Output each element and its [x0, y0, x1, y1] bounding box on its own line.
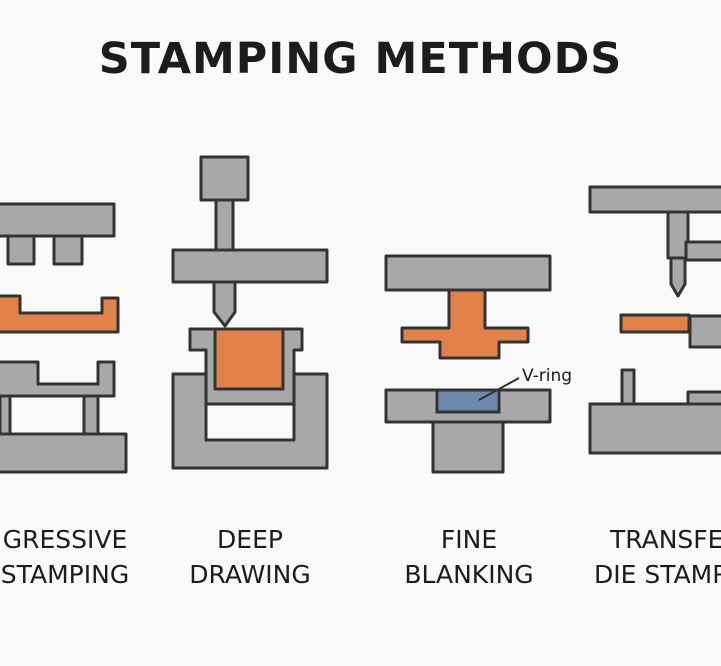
label-line-2: DIE STAMP	[594, 560, 721, 589]
label-line-1: GRESSIVE	[2, 525, 128, 554]
upper-plate	[384, 254, 552, 292]
lower-die-plate	[0, 360, 116, 398]
upper-die	[0, 202, 116, 238]
label-line-2: STAMPING	[0, 560, 130, 589]
v-ring-insert	[435, 388, 501, 414]
v-ring-label: V-ring	[522, 366, 573, 386]
finger-bracket	[688, 314, 721, 349]
lower-die-left	[588, 368, 636, 406]
strip-workpiece	[0, 294, 120, 334]
label-transfer-die-stamping: TRANSFE DIE STAMP	[560, 522, 721, 602]
transfer-workpiece	[619, 313, 691, 334]
upper-punch-right	[52, 234, 84, 266]
die-base	[0, 432, 128, 474]
lower-die-right	[686, 390, 721, 406]
deep-drawing-illustration	[171, 155, 329, 470]
progressive-die-illustration	[0, 202, 128, 474]
label-progressive-stamping: GRESSIVE STAMPING	[0, 522, 175, 592]
page-title: STAMPING METHODS	[98, 34, 623, 84]
draw-die	[171, 372, 329, 470]
transfer-punch	[669, 256, 687, 298]
ram-rod	[214, 198, 235, 252]
transfer-die-illustration	[588, 185, 721, 455]
label-deep-drawing: DEEP DRAWING	[150, 522, 350, 592]
press-plate	[171, 248, 329, 284]
lower-die-bed	[588, 402, 721, 455]
transfer-rail	[588, 185, 721, 214]
guide-pillar-left	[0, 394, 12, 436]
blanked-part-workpiece	[400, 288, 530, 360]
ram-block	[199, 155, 250, 202]
drawing-punch	[212, 280, 237, 328]
counter-punch	[431, 420, 505, 474]
fine-blanking-illustration	[384, 254, 552, 474]
label-fine-blanking: FINE BLANKING	[369, 522, 569, 592]
guide-pillar-right	[82, 394, 100, 436]
v-ring-leader-line	[478, 377, 520, 401]
label-line-1: DEEP	[217, 525, 283, 554]
label-line-2: DRAWING	[189, 560, 311, 589]
label-line-1: TRANSFE	[610, 525, 721, 554]
upper-punch-left	[6, 234, 36, 266]
side-arm	[684, 240, 721, 262]
label-line-1: FINE	[440, 525, 498, 554]
label-line-2: BLANKING	[404, 560, 534, 589]
drawn-cup-workpiece	[213, 327, 285, 391]
